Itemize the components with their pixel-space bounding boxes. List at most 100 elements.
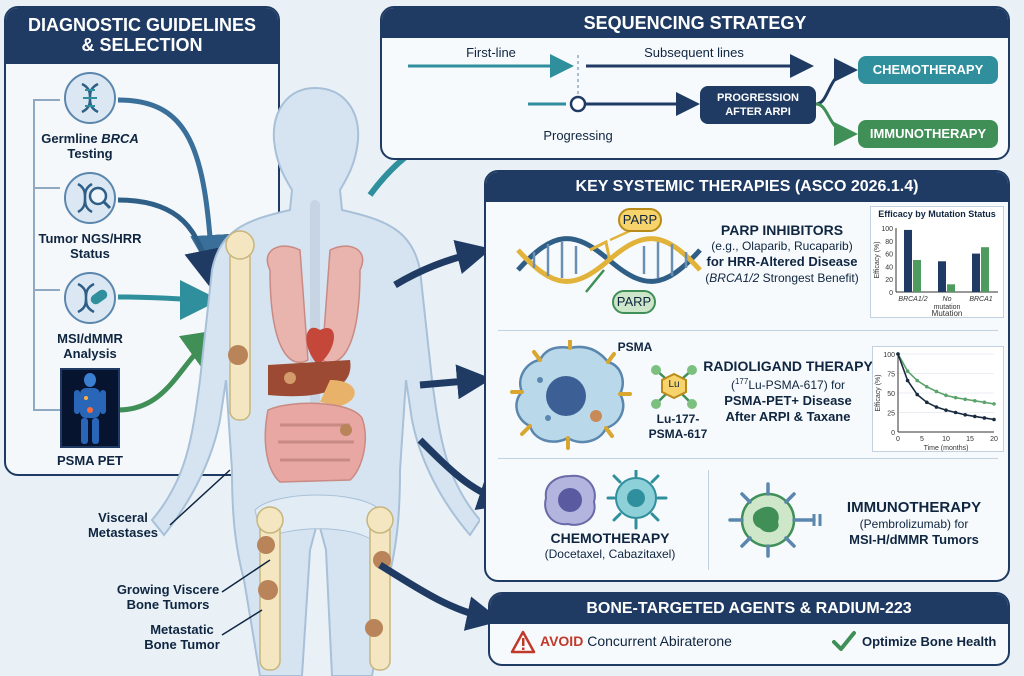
first-line-label: First-line bbox=[466, 45, 516, 60]
diagnostic-title-line1: DIAGNOSTIC GUIDELINES bbox=[27, 15, 256, 35]
avoid-word: AVOID bbox=[540, 633, 584, 649]
line-point bbox=[934, 389, 939, 394]
chemo-line2: (Docetaxel, Cabazitaxel) bbox=[544, 547, 676, 561]
line-point bbox=[963, 413, 967, 417]
rlt-line2-pre: ( bbox=[730, 378, 735, 392]
chemotherapy-seq-box: CHEMOTHERAPY bbox=[858, 56, 998, 84]
line-point bbox=[934, 405, 939, 409]
diagnostic-panel-header: DIAGNOSTIC GUIDELINES & SELECTION bbox=[6, 8, 278, 64]
line-x-tick-label: 10 bbox=[942, 436, 950, 443]
bone-header: BONE-TARGETED AGENTS & RADIUM-223 bbox=[490, 594, 1008, 624]
line-x-tick-label: 15 bbox=[966, 436, 974, 443]
line-x-tick-label: 5 bbox=[920, 436, 924, 443]
tumor-ngs-line2: Status bbox=[70, 246, 110, 261]
lu177-label: Lu-177- PSMA-617 bbox=[640, 412, 716, 442]
line-x-axis-label: Time (months) bbox=[924, 445, 969, 452]
line-point bbox=[982, 416, 987, 420]
progressing-label: Progressing bbox=[543, 128, 613, 143]
bar-y-tick-label: 20 bbox=[885, 277, 893, 284]
rlt-line2-sup: 177 bbox=[734, 377, 749, 386]
line-point bbox=[915, 392, 919, 397]
bar-category-label: No bbox=[943, 296, 952, 303]
diagnostic-title-line2: & SELECTION bbox=[81, 35, 203, 55]
immuno-text-block: IMMUNOTHERAPY (Pembrolizumab) for MSI-H/… bbox=[826, 500, 1002, 548]
parp-line4-rest: Strongest Benefit) bbox=[759, 271, 859, 285]
line-point bbox=[953, 395, 958, 400]
bar-x-axis-label: Mutation bbox=[932, 309, 963, 318]
line-point bbox=[963, 397, 967, 402]
rlt-line4: After ARPI & Taxane bbox=[725, 409, 851, 424]
parp-title: PARP INHIBITORS bbox=[720, 222, 844, 238]
parp-line4-italic: BRCA1/2 bbox=[709, 271, 760, 285]
line-point bbox=[905, 378, 910, 383]
immunotherapy-seq-box: IMMUNOTHERAPY bbox=[858, 120, 998, 148]
parp-badge-bottom: PARP bbox=[612, 290, 656, 314]
dna-icon bbox=[64, 72, 116, 124]
line-point bbox=[973, 414, 977, 419]
bar bbox=[904, 229, 912, 292]
line-point bbox=[992, 417, 996, 422]
line-point bbox=[925, 400, 929, 405]
germline-brca-label: Germline BRCA Testing bbox=[30, 131, 150, 161]
line-y-tick-label: 50 bbox=[887, 391, 895, 398]
visceral-metastases-label: Visceral Metastases bbox=[68, 510, 178, 540]
line-y-tick-label: 0 bbox=[891, 430, 895, 437]
msi-line1: MSI/dMMR bbox=[57, 331, 123, 346]
line-y-tick-label: 100 bbox=[883, 352, 895, 359]
pet-scan-image bbox=[60, 368, 120, 448]
growing-bone-tumors-label: Growing Viscere Bone Tumors bbox=[108, 582, 228, 612]
germline-line2: Testing bbox=[67, 146, 113, 161]
rlt-title: RADIOLIGAND THERAPY bbox=[703, 358, 873, 374]
germline-brca-italic: BRCA bbox=[101, 131, 139, 146]
visceral-line2: Metastases bbox=[87, 525, 159, 540]
immune-cell-icon bbox=[728, 482, 822, 558]
therapies-divider-3 bbox=[708, 470, 709, 570]
bar bbox=[981, 247, 989, 292]
bar-y-tick-label: 80 bbox=[885, 239, 893, 246]
therapies-header: KEY SYSTEMIC THERAPIES (ASCO 2026.1.4) bbox=[486, 172, 1008, 202]
avoid-text: AVOID Concurrent Abiraterone bbox=[540, 633, 732, 649]
parp-text-block: PARP INHIBITORS (e.g., Olaparib, Rucapar… bbox=[694, 222, 870, 286]
growing-line2: Bone Tumors bbox=[126, 597, 210, 612]
bar bbox=[938, 261, 946, 292]
parp-line2: (e.g., Olaparib, Rucaparib) bbox=[711, 239, 853, 253]
avoid-rest: Concurrent Abiraterone bbox=[583, 633, 732, 649]
immuno-title: IMMUNOTHERAPY bbox=[846, 499, 982, 516]
psma-label: PSMA bbox=[617, 340, 653, 354]
immuno-line3: MSI-H/dMMR Tumors bbox=[849, 532, 979, 547]
immuno-line2: (Pembrolizumab) for bbox=[859, 517, 969, 531]
line-y-tick-label: 25 bbox=[887, 411, 895, 418]
bone-panel: BONE-TARGETED AGENTS & RADIUM-223 bbox=[488, 592, 1010, 666]
line-point bbox=[944, 393, 948, 398]
subsequent-lines-label: Subsequent lines bbox=[644, 45, 744, 60]
therapies-divider-2 bbox=[498, 458, 998, 459]
line-point bbox=[953, 410, 958, 415]
chemo-cells-icon bbox=[544, 470, 668, 530]
chemo-title: CHEMOTHERAPY bbox=[550, 530, 670, 546]
parp-badge-top: PARP bbox=[618, 208, 662, 232]
dna-pill-icon bbox=[64, 272, 116, 324]
chemo-text-block: CHEMOTHERAPY (Docetaxel, Cabazitaxel) bbox=[520, 530, 700, 562]
psma-pet-label: PSMA PET bbox=[57, 453, 123, 468]
rlt-text-block: RADIOLIGAND THERAPY (177Lu-PSMA-617) for… bbox=[700, 358, 876, 425]
line-chart-box bbox=[872, 346, 1004, 452]
msi-label: MSI/dMMR Analysis bbox=[30, 331, 150, 361]
bar-y-tick-label: 0 bbox=[889, 290, 893, 297]
line-point bbox=[992, 402, 996, 406]
dna-helix-icon bbox=[516, 228, 702, 293]
parp-badge-bottom-text: PARP bbox=[616, 294, 652, 309]
line-point bbox=[925, 384, 929, 389]
metastatic-line2: Bone Tumor bbox=[144, 637, 220, 652]
sequencing-header: SEQUENCING STRATEGY bbox=[382, 8, 1008, 38]
bar-y-axis-label: Efficacy (%) bbox=[874, 241, 881, 278]
check-icon bbox=[832, 631, 856, 651]
line-point bbox=[973, 399, 977, 403]
parp-line3: for HRR-Altered Disease bbox=[706, 254, 858, 269]
bar-chart-title: Efficacy by Mutation Status bbox=[878, 209, 996, 219]
line-point bbox=[905, 369, 910, 373]
lu-molecule-icon bbox=[651, 365, 697, 409]
bar-y-tick-label: 40 bbox=[885, 264, 893, 271]
rlt-line3: PSMA-PET+ Disease bbox=[724, 393, 852, 408]
